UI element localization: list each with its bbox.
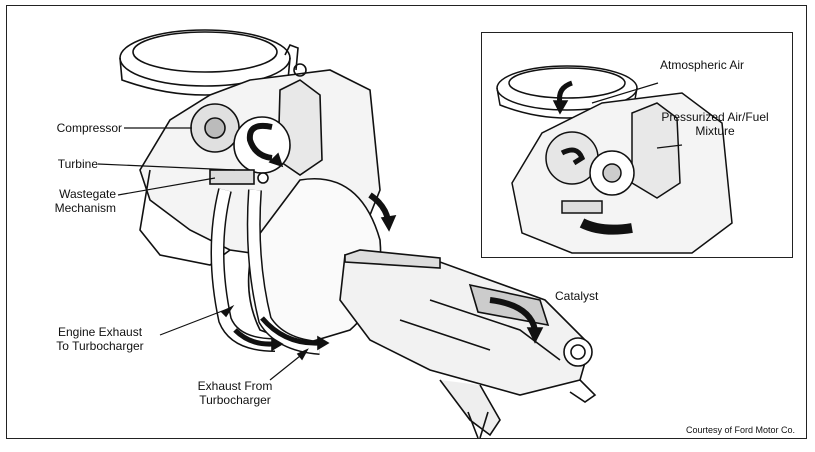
label-pressurized-mixture: Pressurized Air/Fuel Mixture (640, 110, 790, 138)
label-exhaust-from: Exhaust From Turbocharger (185, 379, 285, 407)
label-engine-exhaust: Engine Exhaust To Turbocharger (35, 325, 165, 353)
label-wastegate-line2: Mechanism (54, 201, 116, 215)
inset-illustration (496, 65, 733, 254)
label-exhaust-from-line2: Turbocharger (199, 393, 271, 407)
label-atmospheric-air: Atmospheric Air (660, 58, 745, 72)
credit-text: Courtesy of Ford Motor Co. (685, 425, 795, 435)
label-pressurized-line1: Pressurized Air/Fuel (661, 110, 769, 124)
label-wastegate-line1: Wastegate (59, 187, 116, 201)
label-catalyst: Catalyst (555, 289, 599, 303)
inset-panel (481, 32, 793, 258)
label-engine-exhaust-line1: Engine Exhaust (57, 325, 143, 339)
label-exhaust-from-line1: Exhaust From (197, 379, 273, 393)
leader-engine-exhaust (159, 307, 231, 336)
label-wastegate: Wastegate Mechanism (30, 187, 116, 215)
transmission (339, 254, 591, 396)
label-compressor: Compressor (56, 121, 122, 135)
diagram-frame (6, 5, 807, 439)
leader-turbine (97, 163, 236, 171)
label-turbine: Turbine (57, 157, 98, 171)
label-pressurized-line2: Mixture (695, 124, 735, 138)
leader-wastegate (117, 177, 216, 196)
label-engine-exhaust-line2: To Turbocharger (56, 339, 144, 353)
turbo-flow-arrow (246, 122, 273, 161)
